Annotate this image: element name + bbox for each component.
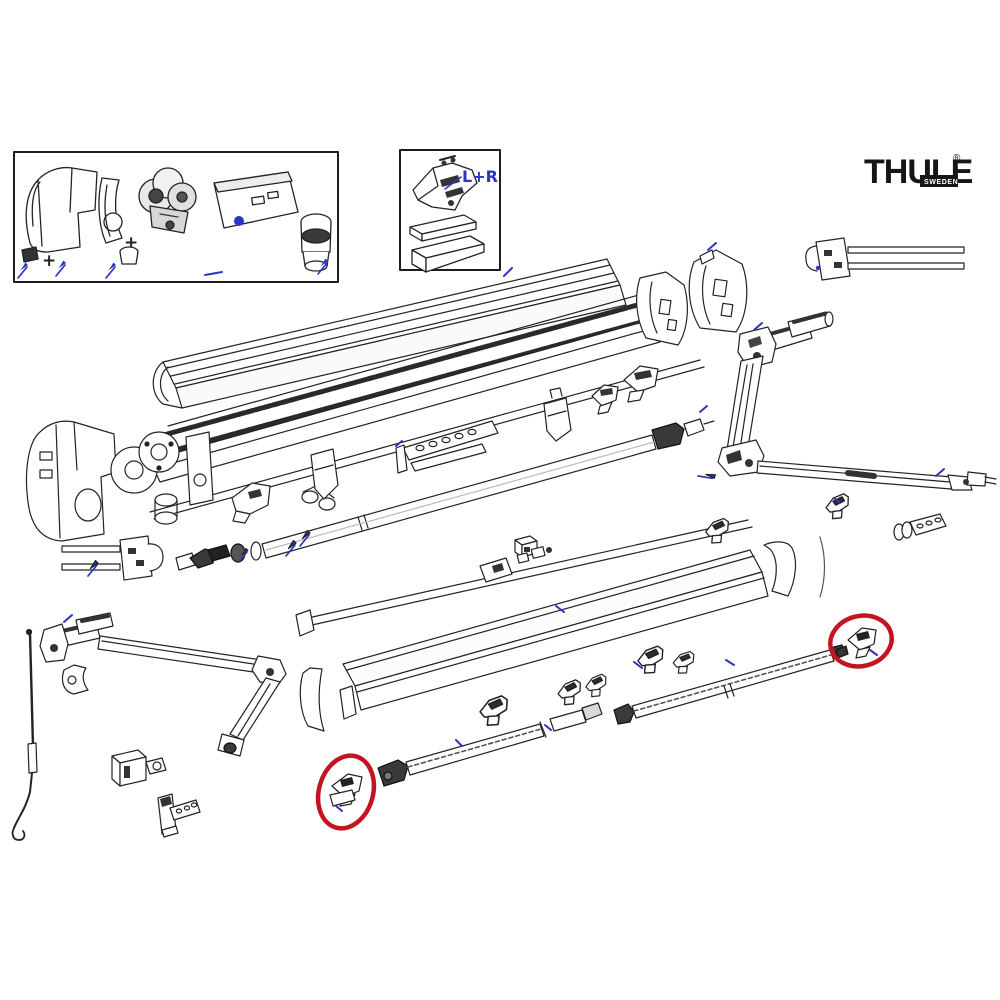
mounting-clip-6 [823,492,853,522]
right-end-cap-piece [763,541,797,597]
roller-front-tube [261,418,715,559]
gearbox-unit [111,749,167,787]
bracket-with-plate [157,793,201,838]
fabric-roller-tube [149,292,663,483]
detail-box-left: + + [13,151,339,283]
logo-badge [920,175,958,187]
mounting-clip-5 [671,650,697,676]
lead-rail-end-fitting [295,609,315,637]
spring-arm-left [39,623,287,757]
support-leg-lower [405,702,603,776]
clamp-shell-icon [98,177,123,244]
end-cap-shell-left [636,271,688,346]
highlighted-clip-left [315,753,377,831]
rubber-plug-icon [21,246,39,263]
logo-badge-text: SWEDEN [924,179,958,186]
mounting-clip-3 [583,672,611,699]
awning-mounting-bracket-icon [412,155,478,211]
rafter-bracket [231,482,271,524]
mounting-clip-top-a [591,384,619,415]
arm-knuckle-piece [61,664,89,695]
perforated-mounting-rail [395,420,499,474]
wall-bracket-left [61,535,164,581]
main-diagram [11,237,997,841]
fabric-strap [310,448,339,500]
small-cap-icon [119,246,139,265]
support-leg-foot [377,759,409,787]
blue-indicator-marks [63,242,945,747]
detail-box-middle: L+R [399,149,501,273]
left-end-cap-assembly [25,420,117,542]
adapter-block-thin-icon [409,214,477,242]
highlight-circle-left [315,753,377,831]
front-cover-panel [299,536,826,732]
motor-gear-unit-icon [138,167,197,234]
drive-gear-discs [110,431,214,525]
highlighted-clip-right [828,613,894,669]
highlight-circle-right [828,613,894,669]
adapter-block-tall-icon [411,235,485,273]
left-end-cap-cover-icon [25,166,98,253]
thule-logo: THULE ® SWEDEN [864,153,974,191]
lr-label: L+R [462,167,498,186]
front-panel-left-end-cap [299,667,325,732]
wall-bracket-right [805,237,965,281]
mounting-clip-1 [477,694,512,728]
mounting-clip-2 [555,678,585,708]
bracket-plate [893,513,947,541]
mounting-clip-top-b [623,365,659,403]
spring-arm-right [717,326,997,491]
end-cap-shell-right [688,249,748,333]
fabric-strap-2 [543,387,572,442]
plus-sign-1: + [42,251,56,271]
lead-rail [295,519,753,637]
lr-callout-line [444,176,462,190]
electronics-housing-icon [213,171,299,229]
mounting-clip-4 [635,644,668,676]
case-top-cover-profile [152,258,627,409]
registered-mark: ® [953,153,961,164]
mounting-clip-rail-right [703,517,733,546]
crank-rod [11,628,38,841]
detail-box-left-arrows [17,257,329,279]
roller-drive-spindle [175,541,262,571]
